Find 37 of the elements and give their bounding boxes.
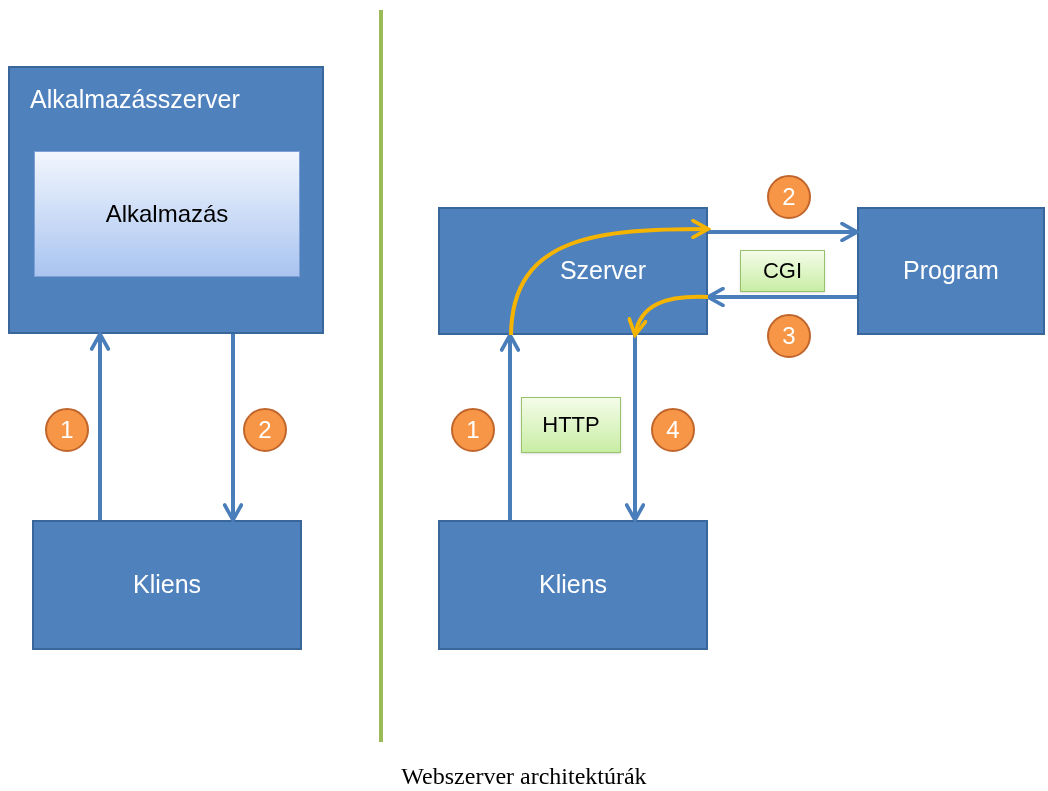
application-box <box>34 151 300 278</box>
step-number <box>243 408 287 452</box>
arrow <box>624 335 646 522</box>
protocol-tag <box>521 397 621 453</box>
process-box <box>32 520 302 650</box>
node-label: 3 <box>782 321 796 351</box>
node-label: 1 <box>466 415 480 445</box>
node-label: HTTP <box>542 411 600 439</box>
process-box <box>438 520 708 650</box>
step-number <box>451 408 495 452</box>
step-number <box>651 408 695 452</box>
process-box <box>438 207 708 335</box>
node-label: Alkalmazásszerver <box>29 84 241 115</box>
node-label: Program <box>903 255 999 287</box>
node-label: Szerver <box>559 255 647 287</box>
node-label: 4 <box>666 415 680 445</box>
node-label: 2 <box>258 415 272 445</box>
node-label: Alkalmazás <box>105 199 229 230</box>
arrow <box>509 218 710 336</box>
step-number <box>767 175 811 219</box>
server-container <box>8 66 324 334</box>
caption: Webszerver architektúrák <box>400 762 648 791</box>
protocol-tag <box>740 250 825 292</box>
arrow <box>89 332 111 520</box>
process-box <box>857 207 1045 335</box>
node-label: Kliens <box>538 569 608 601</box>
node-label: 2 <box>782 182 796 212</box>
arrow <box>708 221 859 243</box>
arrow <box>499 333 521 520</box>
node-label: 1 <box>60 415 74 445</box>
step-number <box>45 408 89 452</box>
node-label: CGI <box>762 257 803 285</box>
arrow <box>706 286 857 308</box>
arrow <box>628 294 709 337</box>
arrow <box>222 334 244 522</box>
step-number <box>767 314 811 358</box>
node-label: Kliens <box>132 569 202 601</box>
